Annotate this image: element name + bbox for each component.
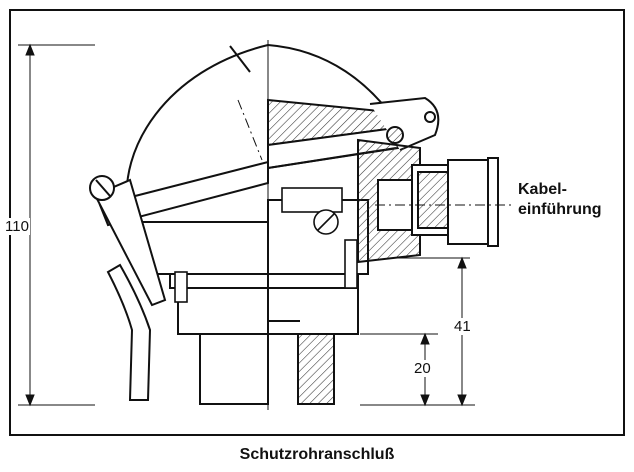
- housing-body: [139, 199, 369, 405]
- dimension-label-20: 20: [412, 360, 433, 377]
- terminal-block: [174, 187, 358, 303]
- cable-entry-label-line2: einführung: [518, 201, 602, 218]
- protection-tube-label: Schutzrohranschluß: [239, 446, 395, 463]
- hinge: [369, 96, 440, 151]
- cable-entry-label: Kabel- einführung: [518, 180, 602, 220]
- latch-clamp: [89, 175, 167, 401]
- dimension-label-41: 41: [452, 318, 473, 335]
- dimension-20: [360, 332, 475, 407]
- cable-gland: [357, 138, 515, 264]
- cable-entry-label-line1: Kabel-: [518, 181, 567, 198]
- dimension-110: [18, 43, 95, 407]
- dimension-label-110: 110: [4, 218, 30, 235]
- lid-base: [98, 98, 400, 227]
